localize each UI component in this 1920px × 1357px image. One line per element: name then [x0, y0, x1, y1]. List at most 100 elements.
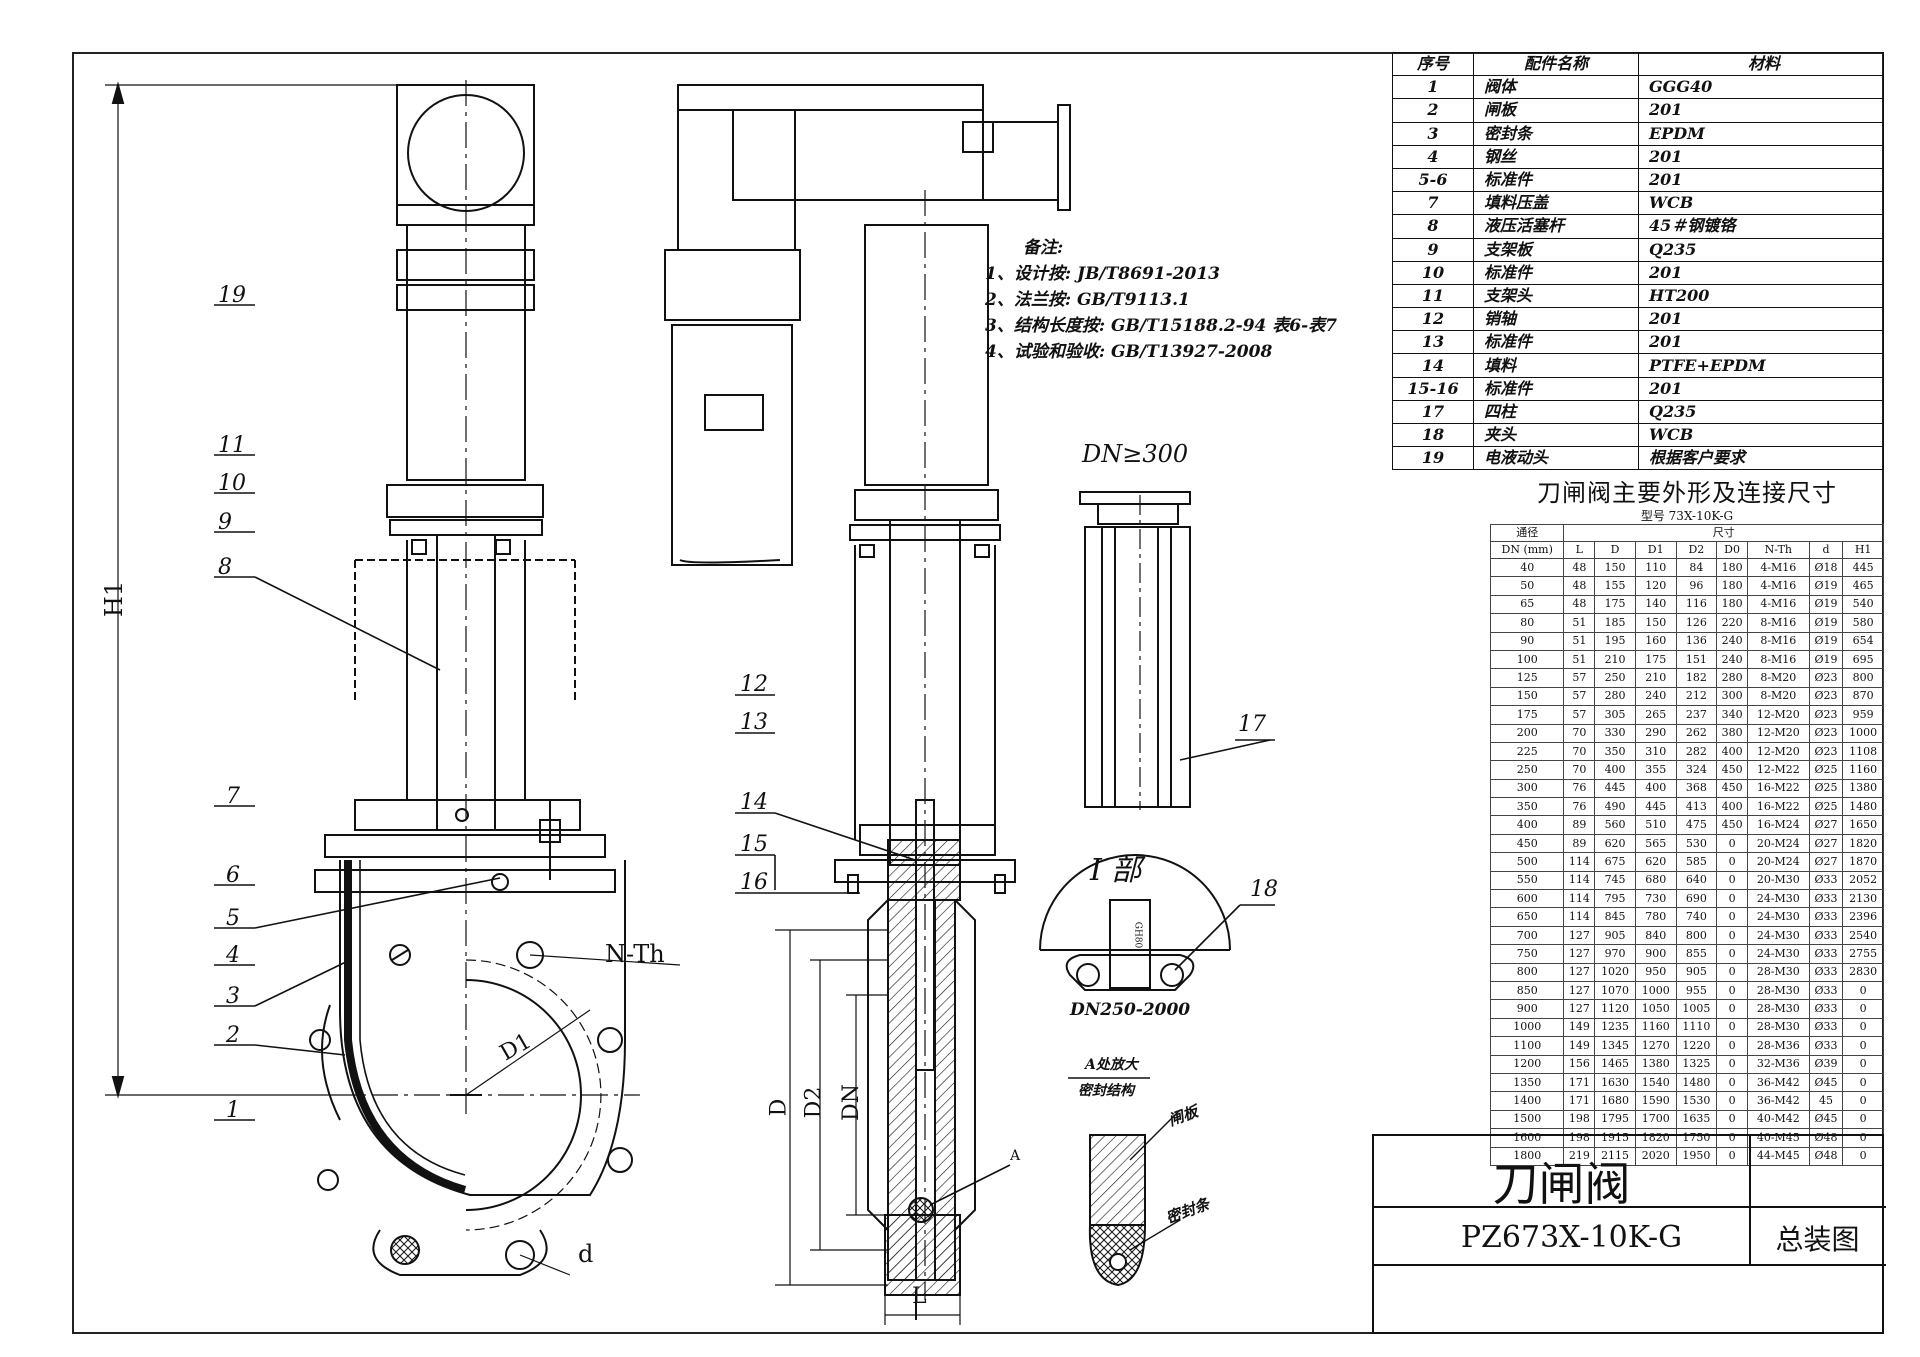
- dimension-cell: 48: [1563, 594, 1596, 615]
- callout-19: 19: [218, 283, 246, 308]
- dimension-cell: 400: [1489, 815, 1565, 835]
- part-name: 标准件: [1473, 330, 1639, 355]
- dimension-cell: 445: [1594, 778, 1636, 799]
- part-material: 201: [1638, 330, 1884, 355]
- dimension-cell: 180: [1716, 594, 1748, 615]
- part-material: WCB: [1638, 422, 1884, 448]
- part-name: 标准件: [1473, 376, 1639, 401]
- dim-d-small: d: [578, 1240, 594, 1268]
- dimension-cell: 1480: [1675, 1072, 1718, 1093]
- dimension-cell: Ø33: [1808, 980, 1844, 1001]
- dimension-cell: Ø33: [1808, 925, 1844, 946]
- dimension-cell: 350: [1489, 797, 1565, 817]
- detail-a-title: A处放大: [1085, 1057, 1138, 1073]
- dimension-cell: 654: [1842, 631, 1884, 651]
- drawing-kind: 总装图: [1775, 1223, 1860, 1256]
- dimension-cell: 182: [1675, 668, 1718, 688]
- dimension-cell: 114: [1563, 907, 1596, 927]
- dimension-cell: 2020: [1634, 1146, 1677, 1166]
- part-material: Q235: [1638, 237, 1884, 262]
- dimension-cell: Ø19: [1808, 631, 1844, 651]
- dimension-cell: 620: [1634, 852, 1677, 872]
- header-no: 序号: [1392, 51, 1474, 77]
- dim-D2: D2: [801, 1086, 827, 1119]
- dimension-header-cell: DN (mm): [1489, 541, 1565, 559]
- dimension-cell: 114: [1563, 870, 1596, 891]
- detail-i-range: DN250-2000: [1070, 1000, 1191, 1020]
- dimension-cell: 240: [1716, 631, 1748, 651]
- dimension-cell: 127: [1563, 999, 1596, 1019]
- dimension-cell: 800: [1842, 668, 1884, 688]
- dimension-cell: 16-M22: [1747, 778, 1810, 799]
- header-part-name: 配件名称: [1473, 51, 1639, 77]
- dimension-cell: 114: [1563, 852, 1596, 872]
- dimension-cell: 1650: [1842, 815, 1884, 835]
- dimension-cell: 560: [1594, 815, 1636, 835]
- dimension-table-block: 刀闸阀主要外形及连接尺寸 型号 73X-10K-G 通径 尺寸 DN (mm)L…: [1489, 478, 1884, 1166]
- group-size: 尺寸: [1563, 524, 1884, 542]
- dimension-cell: 160: [1634, 631, 1677, 651]
- dimension-cell: 36-M42: [1747, 1072, 1810, 1093]
- dimension-cell: 280: [1594, 686, 1636, 707]
- mark-a: A: [1010, 1148, 1021, 1164]
- dimension-cell: 40-M42: [1747, 1109, 1810, 1130]
- dimension-cell: 600: [1489, 889, 1565, 909]
- dimension-cell: 900: [1489, 999, 1565, 1019]
- dimension-cell: Ø39: [1808, 1054, 1844, 1074]
- dimension-cell: 180: [1716, 576, 1748, 596]
- part-material: 根据客户要求: [1638, 446, 1884, 471]
- dimension-cell: 44-M45: [1747, 1146, 1810, 1166]
- dimension-cell: 70: [1563, 741, 1596, 762]
- dimension-cell: 2540: [1842, 925, 1884, 946]
- dimension-cell: 149: [1563, 1036, 1596, 1056]
- dimension-cell: 175: [1489, 705, 1565, 725]
- dimension-cell: Ø23: [1808, 723, 1844, 743]
- dimension-cell: 0: [1842, 1072, 1884, 1093]
- dimension-cell: 4-M16: [1747, 576, 1810, 596]
- dimension-cell: 905: [1675, 962, 1718, 982]
- note-item: 4、试验和验收: GB/T13927-2008: [985, 342, 1273, 362]
- dimension-cell: 1465: [1594, 1054, 1636, 1074]
- dimension-cell: Ø23: [1808, 705, 1844, 725]
- part-material: HT200: [1638, 283, 1884, 309]
- dimension-cell: Ø33: [1808, 870, 1844, 891]
- dimension-cell: Ø33: [1808, 907, 1844, 927]
- dim-D: D: [766, 1098, 792, 1117]
- part-number: 1: [1392, 75, 1474, 100]
- dimension-cell: 1350: [1489, 1072, 1565, 1093]
- dimension-cell: 540: [1842, 594, 1884, 615]
- dimension-cell: 76: [1563, 797, 1596, 817]
- dimension-cell: 1700: [1634, 1109, 1677, 1130]
- parts-table-header: 序号 配件名称 材料: [1392, 51, 1884, 77]
- callout-12: 12: [740, 672, 768, 697]
- dimension-cell: 413: [1675, 797, 1718, 817]
- part-name: 密封条: [1473, 121, 1639, 146]
- dimension-cell: 0: [1716, 1109, 1748, 1130]
- dimension-header-cell: D0: [1716, 541, 1748, 559]
- dimension-cell: 400: [1716, 797, 1748, 817]
- dim-h1: H1: [100, 580, 129, 618]
- dimension-cell: 1800: [1489, 1146, 1565, 1166]
- callout-6: 6: [226, 863, 240, 888]
- dimension-cell: Ø23: [1808, 668, 1844, 688]
- part-number: 3: [1392, 121, 1474, 146]
- part-name: 电液动头: [1473, 446, 1639, 471]
- part-number: 17: [1392, 399, 1474, 425]
- dimension-cell: 300: [1716, 686, 1748, 707]
- dimension-cell: 237: [1675, 705, 1718, 725]
- dimension-header-cell: D2: [1675, 541, 1718, 559]
- dimension-cell: 580: [1842, 613, 1884, 633]
